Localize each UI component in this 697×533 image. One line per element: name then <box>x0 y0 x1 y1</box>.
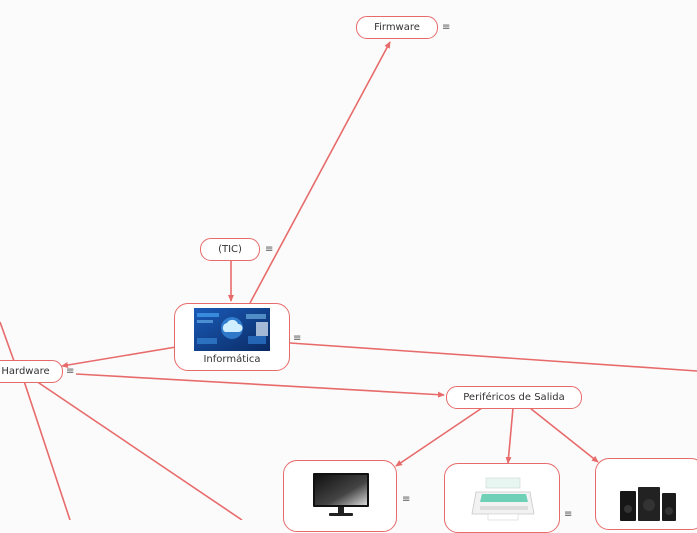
menu-icon[interactable]: ≡ <box>442 22 451 33</box>
node-firmware[interactable]: Firmware <box>356 16 438 39</box>
menu-icon[interactable]: ≡ <box>293 333 302 344</box>
edge-perifericos-speakers <box>529 407 599 463</box>
edge-informatica-right <box>289 342 697 372</box>
node-tic[interactable]: (TIC) <box>200 238 260 261</box>
node-printer[interactable] <box>444 463 560 533</box>
edge-perifericos-monitor <box>395 407 483 467</box>
node-perifericos-salida[interactable]: Periféricos de Salida <box>446 386 582 409</box>
node-perifericos-salida-label: Periféricos de Salida <box>463 392 565 403</box>
node-speakers[interactable] <box>595 458 697 530</box>
edge-perifericos-printer <box>505 407 514 464</box>
printer-picture <box>471 477 535 521</box>
node-informatica-label: Informática <box>203 354 261 365</box>
speakers-picture <box>620 487 676 521</box>
edge-hardware-up <box>0 321 15 362</box>
menu-icon[interactable]: ≡ <box>265 244 274 255</box>
edge-hardware-down <box>23 380 71 520</box>
edge-informatica-hardware <box>61 346 177 368</box>
node-hardware-label: Hardware <box>1 366 50 377</box>
menu-icon[interactable]: ≡ <box>564 509 573 520</box>
cloud-computing-picture <box>194 308 270 351</box>
edge-hardware-down-right <box>35 380 243 520</box>
node-hardware[interactable]: Hardware <box>0 360 63 383</box>
monitor-picture <box>313 473 369 516</box>
node-firmware-label: Firmware <box>374 22 420 33</box>
menu-icon[interactable]: ≡ <box>66 366 75 377</box>
node-monitor[interactable] <box>283 460 397 532</box>
menu-icon[interactable]: ≡ <box>402 494 411 505</box>
node-tic-label: (TIC) <box>218 244 242 255</box>
edge-informatica-firmware <box>249 41 391 304</box>
edge-hardware-perifericos <box>75 373 445 398</box>
node-informatica[interactable]: Informática <box>174 303 290 371</box>
connector-lines <box>0 41 697 520</box>
